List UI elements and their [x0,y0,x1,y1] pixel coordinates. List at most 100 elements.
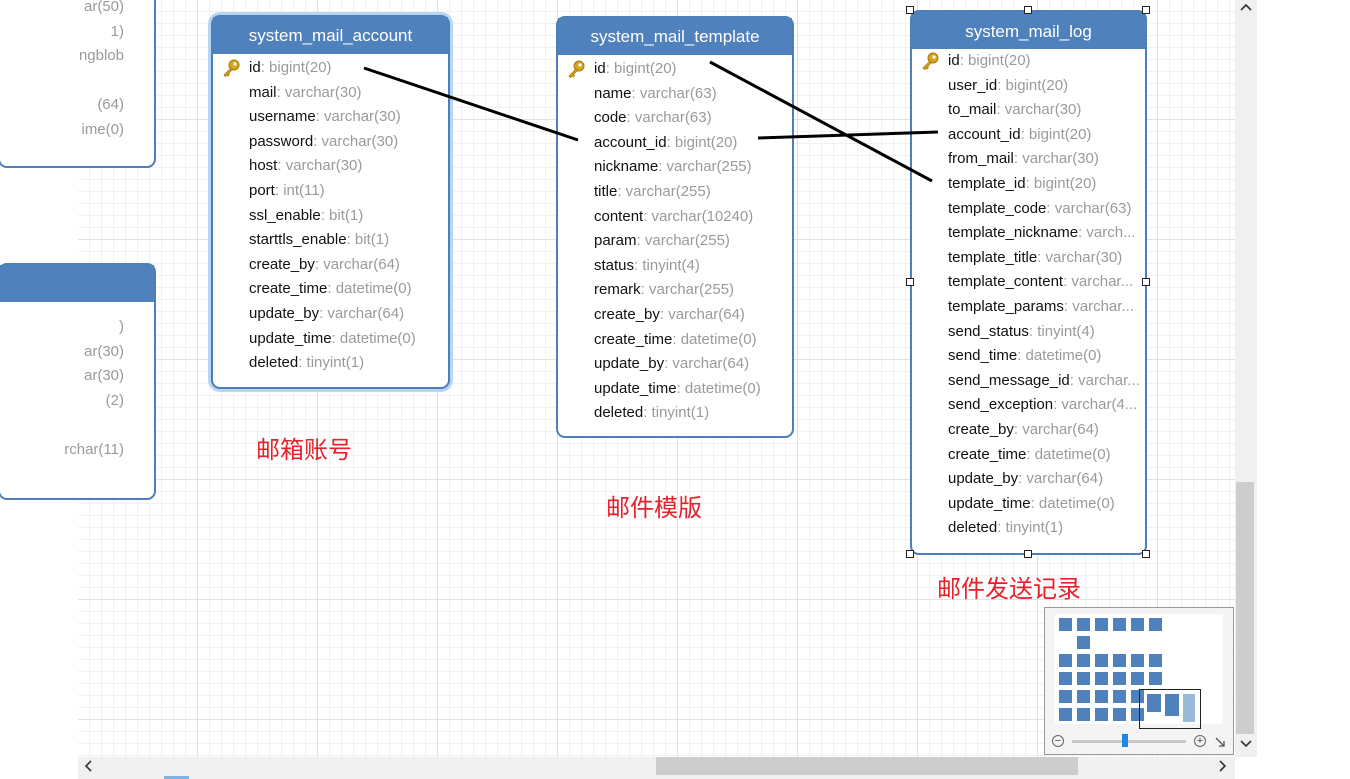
field-row[interactable]: ) [119,318,124,335]
relation-template-log-template[interactable] [709,60,933,183]
field-row[interactable]: send_exception: varchar(4... [912,393,1145,418]
zoom-in-icon[interactable]: + [1194,735,1206,747]
resize-handle-w[interactable] [906,278,914,286]
field-row[interactable]: user_id: bigint(20) [912,74,1145,99]
field-row[interactable]: to_mail: varchar(30) [912,98,1145,123]
resize-handle-n[interactable] [1024,6,1032,14]
field-row[interactable]: port: int(11) [213,179,448,204]
field-row[interactable]: send_status: tinyint(4) [912,320,1145,345]
field-row[interactable]: deleted: tinyint(1) [912,516,1145,541]
field-row[interactable]: send_message_id: varchar... [912,369,1145,394]
field-name: deleted [594,404,644,422]
field-row[interactable]: update_by: varchar(64) [912,467,1145,492]
resize-handle-e[interactable] [1142,278,1150,286]
relation-account-template[interactable] [363,66,579,142]
diagram-canvas[interactable]: ar(50) 1) ngblob (64) ime(0) ) ar(30) ar(30) (2… [0,0,1235,757]
field-row[interactable]: template_params: varchar... [912,295,1145,320]
field-row[interactable]: ime(0) [81,120,124,138]
chevron-down-icon[interactable] [1239,738,1253,754]
minimap-panel[interactable] [1044,607,1234,755]
minimap-entity [1183,694,1195,722]
field-row[interactable]: update_time: datetime(0) [912,492,1145,517]
field-type: : varchar(64) [319,304,405,322]
minimap-viewport[interactable] [1139,689,1201,729]
field-name: send_status [948,322,1029,340]
field-row[interactable]: code: varchar(63) [558,106,792,131]
field-row[interactable]: (2) [105,391,124,409]
field-type: : varchar(64) [664,355,750,373]
field-row[interactable]: update_time: datetime(0) [213,327,448,352]
entity-partial-bottom[interactable]: ) ar(30) ar(30) (2) rchar(11) [0,263,156,500]
field-row[interactable]: id: bigint(20) [558,57,792,82]
entity-partial-top[interactable]: ar(50) 1) ngblob (64) ime(0) [0,0,156,168]
fit-icon[interactable] [1214,735,1226,747]
field-row[interactable]: create_time: datetime(0) [558,328,792,353]
field-row[interactable]: id: bigint(20) [213,56,448,81]
zoom-slider-thumb[interactable] [1122,734,1128,747]
chevron-left-icon[interactable] [82,759,94,777]
resize-handle-s[interactable] [1024,550,1032,558]
field-row[interactable]: create_by: varchar(64) [213,253,448,278]
resize-handle-se[interactable] [1142,550,1150,558]
field-row[interactable]: template_nickname: varch... [912,221,1145,246]
field-row[interactable]: template_code: varchar(63) [912,197,1145,222]
field-row[interactable]: account_id: bigint(20) [558,131,792,156]
field-row[interactable]: update_by: varchar(64) [213,302,448,327]
field-row[interactable]: template_content: varchar... [912,270,1145,295]
field-row[interactable]: name: varchar(63) [558,82,792,107]
field-row[interactable]: host: varchar(30) [213,154,448,179]
field-row[interactable]: create_by: varchar(64) [558,303,792,328]
field-row[interactable]: deleted: tinyint(1) [558,401,792,426]
field-row[interactable]: update_by: varchar(64) [558,352,792,377]
entity-system-mail-account[interactable]: system_mail_account id: bigint(20)mail: … [211,15,450,389]
field-row[interactable]: create_time: datetime(0) [213,277,448,302]
minimap-entity [1113,654,1126,667]
field-row[interactable]: account_id: bigint(20) [912,123,1145,148]
field-row[interactable]: ar(30) [83,342,124,360]
field-row[interactable]: (64) [97,96,124,114]
field-row[interactable]: ar(50) [83,0,124,15]
horizontal-scrollbar-thumb[interactable] [656,757,1078,775]
field-row[interactable]: mail: varchar(30) [213,81,448,106]
vertical-scrollbar-thumb[interactable] [1236,482,1254,734]
page-tab-indicator[interactable] [164,776,189,779]
field-row[interactable]: deleted: tinyint(1) [213,351,448,376]
chevron-right-icon[interactable] [1217,759,1229,777]
field-row[interactable]: starttls_enable: bit(1) [213,228,448,253]
resize-handle-sw[interactable] [906,550,914,558]
field-row[interactable]: send_time: datetime(0) [912,344,1145,369]
entity-system-mail-log[interactable]: system_mail_log id: bigint(20)user_id: b… [910,10,1147,555]
field-row[interactable]: update_time: datetime(0) [558,377,792,402]
zoom-slider[interactable] [1072,740,1186,743]
field-row[interactable]: 1) [110,22,124,40]
field-type: : datetime(0) [331,329,416,347]
resize-handle-nw[interactable] [906,6,914,14]
field-row[interactable]: template_id: bigint(20) [912,172,1145,197]
field-row[interactable]: ar(30) [83,367,124,385]
field-row[interactable]: remark: varchar(255) [558,278,792,303]
field-row[interactable]: from_mail: varchar(30) [912,147,1145,172]
field-row[interactable]: rchar(11) [64,440,124,458]
field-row[interactable]: status: tinyint(4) [558,254,792,279]
minimap-entity [1095,672,1108,685]
chevron-up-icon[interactable] [1239,1,1253,17]
field-row[interactable]: template_title: varchar(30) [912,246,1145,271]
field-row[interactable]: username: varchar(30) [213,105,448,130]
field-row[interactable]: create_by: varchar(64) [912,418,1145,443]
field-row[interactable]: param: varchar(255) [558,229,792,254]
field-row[interactable]: content: varchar(10240) [558,205,792,230]
field-row[interactable]: ngblob [78,47,124,65]
field-row[interactable]: id: bigint(20) [912,49,1145,74]
minimap-entity [1059,708,1072,721]
resize-handle-ne[interactable] [1142,6,1150,14]
relation-log-account[interactable] [757,130,939,140]
field-row[interactable]: password: varchar(30) [213,130,448,155]
field-row[interactable]: ssl_enable: bit(1) [213,204,448,229]
field-row[interactable]: create_time: datetime(0) [912,443,1145,468]
zoom-out-icon[interactable]: − [1052,735,1064,747]
field-type: : tinyint(4) [1028,322,1095,340]
field-name: create_by [594,305,660,323]
field-row[interactable]: title: varchar(255) [558,180,792,205]
field-row[interactable]: nickname: varchar(255) [558,155,792,180]
minimap-entity [1113,672,1126,685]
